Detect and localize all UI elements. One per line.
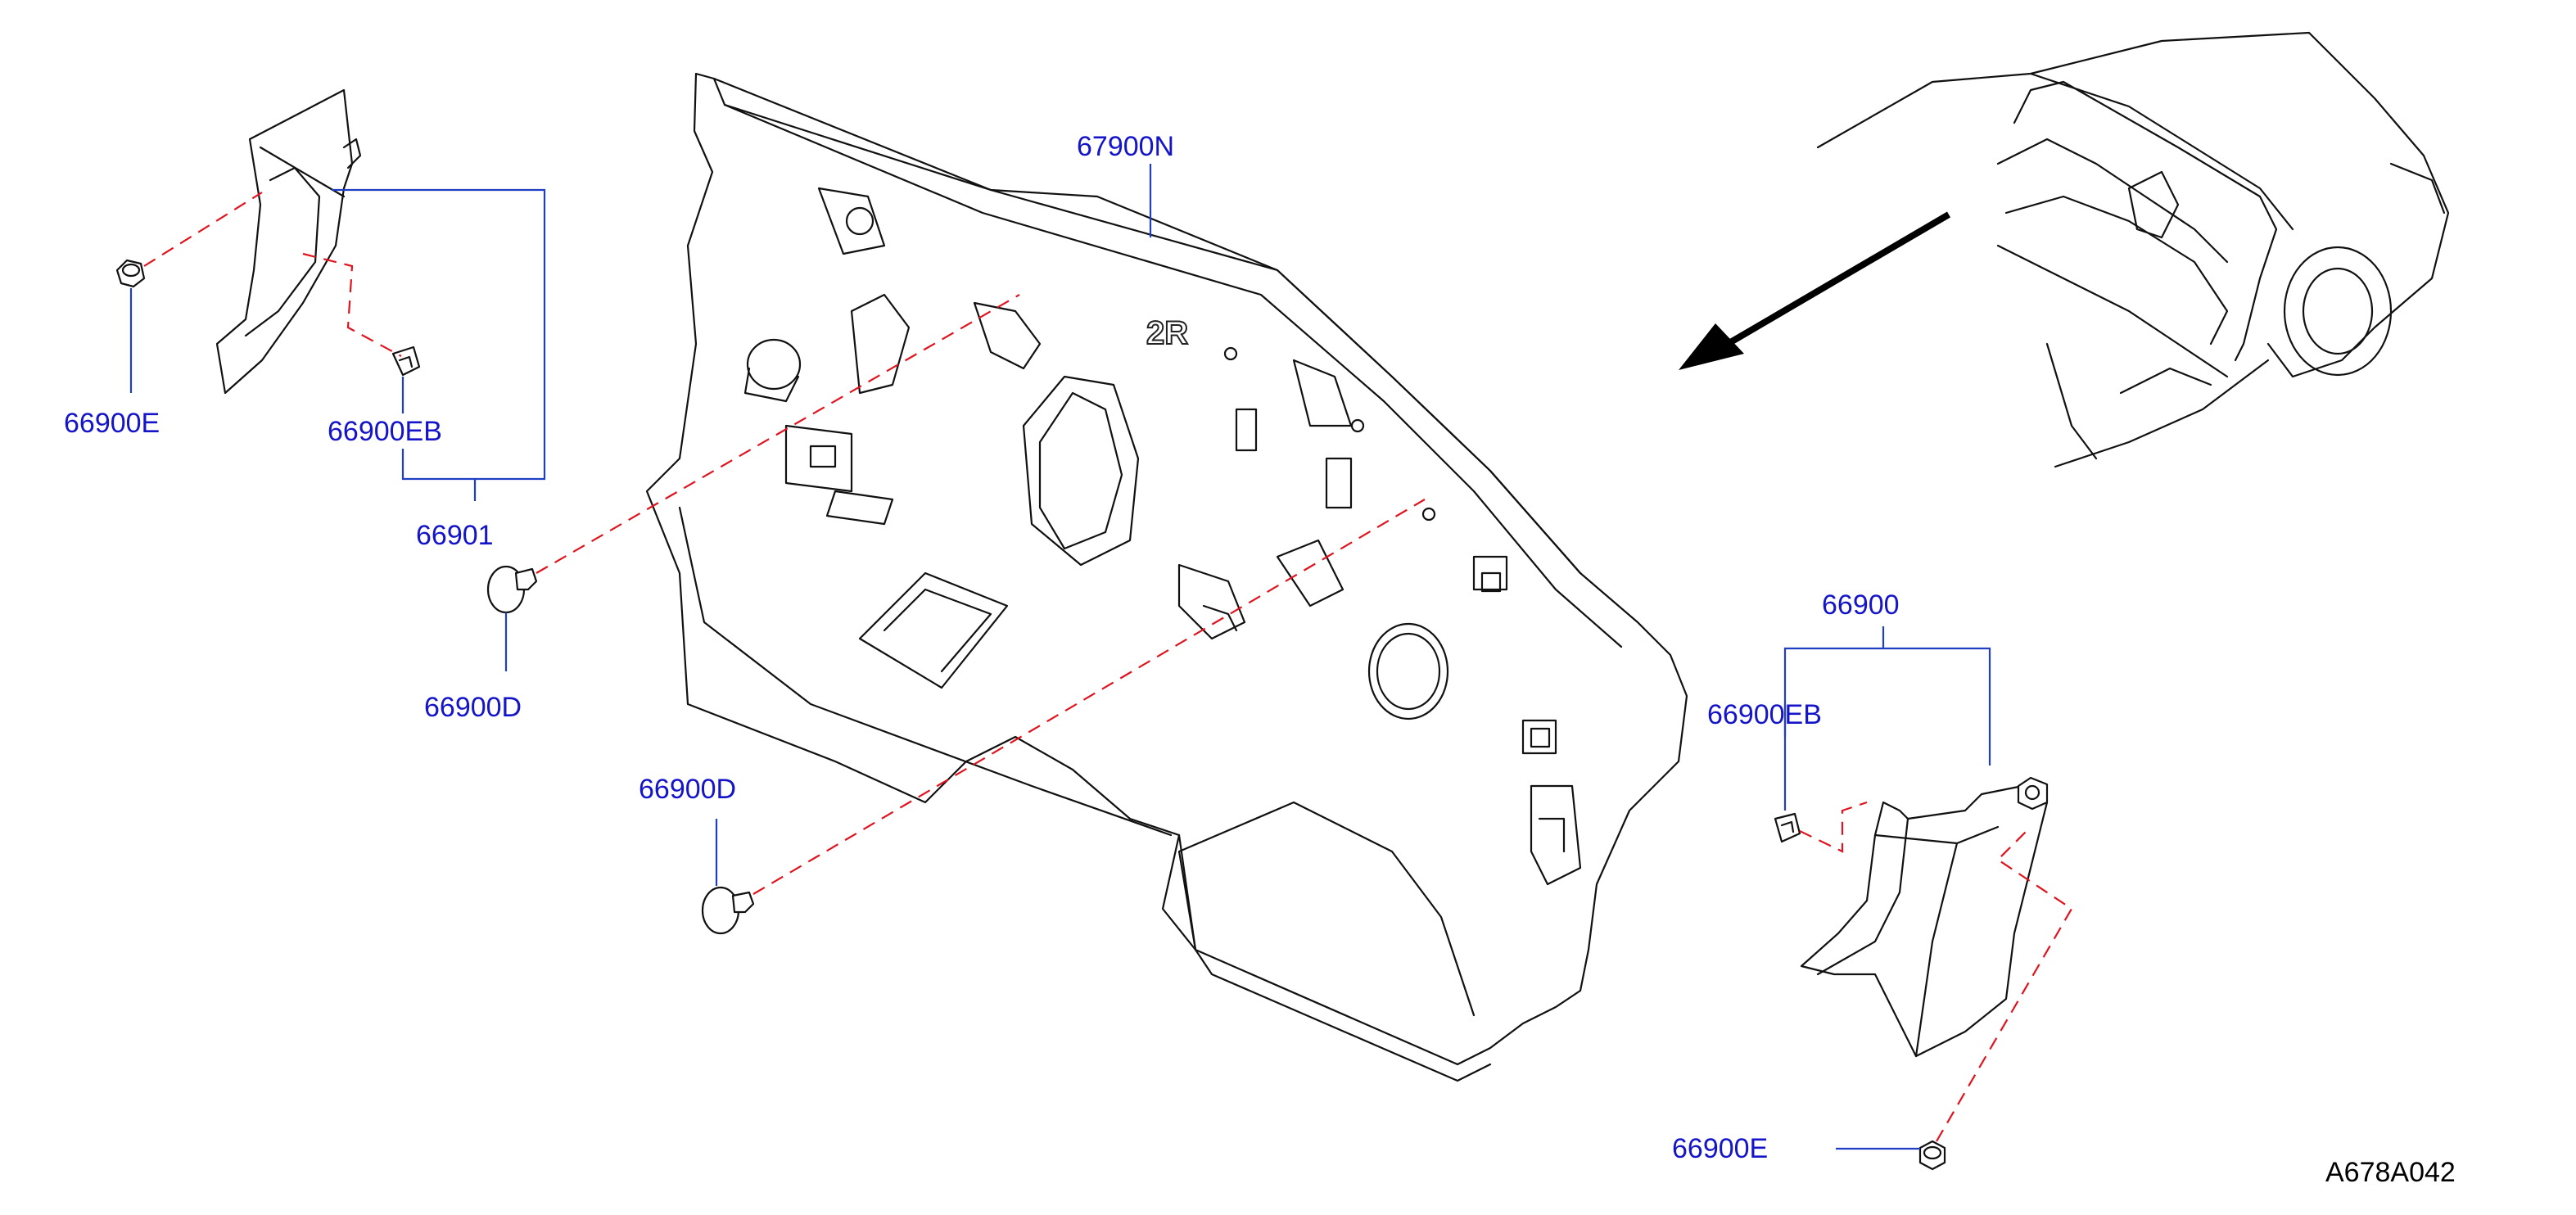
label-66900: 66900	[1822, 589, 1900, 621]
trim-panel-66901	[215, 88, 362, 395]
part-labels: 67900N 66900E 66900EB 66901 66900D 66900…	[64, 131, 2456, 1188]
clip-66900EB-left	[391, 346, 421, 377]
label-66901: 66901	[416, 520, 494, 551]
vehicle-location-view	[1816, 31, 2450, 468]
direction-arrow	[1679, 211, 1951, 370]
embossed-2r-text: 2R	[1146, 315, 1188, 351]
clip-66900E-left	[115, 259, 146, 288]
trim-panel-66900	[1800, 784, 2049, 1058]
leader-lines	[129, 164, 1991, 1150]
label-66900E-right: 66900E	[1672, 1133, 1768, 1164]
label-67900N: 67900N	[1077, 131, 1174, 162]
label-66900EB-left: 66900EB	[328, 416, 442, 447]
reference-code: A678A042	[2325, 1157, 2456, 1188]
label-66900E-left: 66900E	[64, 408, 160, 439]
dash-insulator-panel: 2R	[645, 72, 1688, 1082]
clip-upper-right-panel	[2017, 776, 2049, 811]
push-pin-66900D-lower	[701, 886, 755, 935]
push-pin-66900D-upper	[486, 565, 538, 614]
label-66900D-lower: 66900D	[639, 774, 736, 805]
label-66900D-upper: 66900D	[424, 692, 522, 723]
clip-66900E-right	[1918, 1140, 1946, 1171]
installation-dashed-lines	[143, 192, 2073, 1142]
label-66900EB-right: 66900EB	[1707, 699, 1822, 730]
clip-66900EB-right	[1774, 812, 1801, 843]
